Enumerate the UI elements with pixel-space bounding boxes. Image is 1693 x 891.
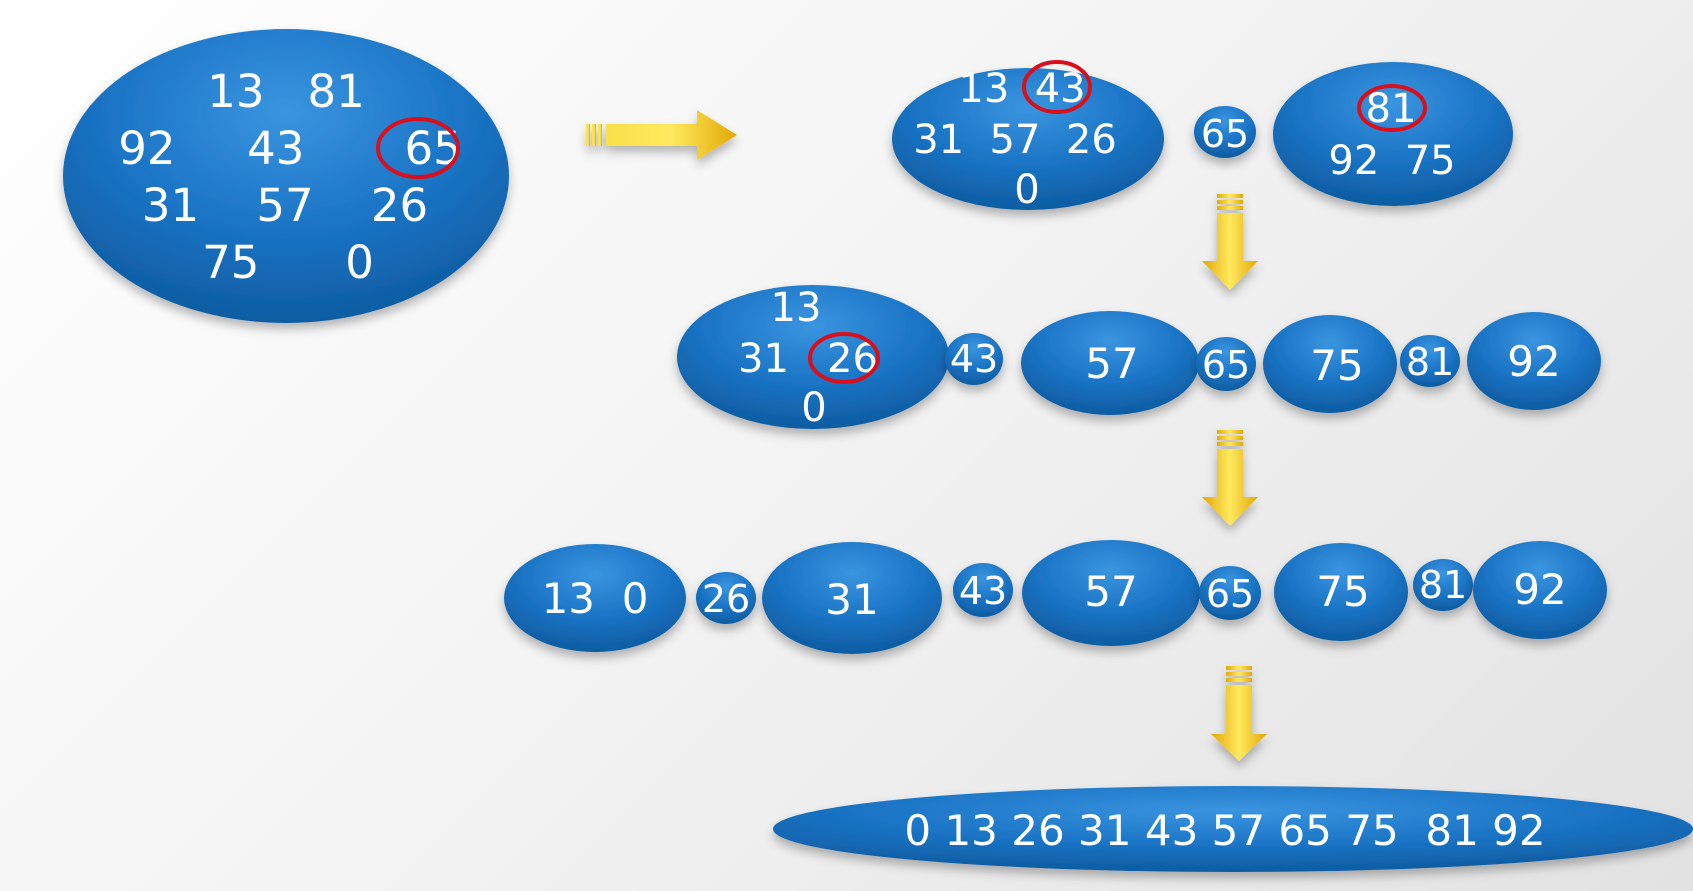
p1-right-row-2: 92 75 [1328, 138, 1455, 184]
p3-item-57 [1022, 540, 1200, 646]
initial-row-2: 92 43 65 [118, 122, 461, 175]
p3-item-75-label: 75 [1316, 567, 1369, 616]
p2-item-65-label: 65 [1202, 343, 1250, 387]
p2-item-43 [945, 333, 1003, 385]
p1-left-row-1: 13 43 [958, 66, 1085, 112]
pivot-marker-65 [376, 117, 460, 179]
sorted-result-label: 0 13 26 31 43 57 65 75 81 92 [904, 806, 1545, 855]
partition-2-group: 13 31 26 0 43 57 65 75 81 92 [677, 285, 1601, 431]
right-arrow-icon [586, 110, 737, 160]
p3-item-13-0 [504, 544, 686, 652]
p2-item-92 [1467, 312, 1601, 410]
p2-item-75-label: 75 [1310, 341, 1363, 390]
p3-item-57-label: 57 [1084, 567, 1137, 616]
p2-item-81 [1400, 335, 1460, 387]
initial-row-3: 31 57 26 [142, 179, 428, 232]
p1-middle-node [1194, 106, 1256, 158]
p1-middle-label: 65 [1201, 112, 1249, 156]
p3-item-13-0-label: 13 0 [542, 574, 649, 623]
p3-item-92 [1473, 541, 1607, 639]
initial-set-node [63, 29, 509, 323]
p3-item-81 [1413, 559, 1473, 611]
p2-first-row-1: 13 [771, 285, 822, 331]
down-arrow-icon [1202, 430, 1258, 526]
pivot-marker-81 [1357, 84, 1427, 132]
p2-item-65 [1196, 337, 1256, 391]
pivot-marker-43 [1022, 60, 1092, 114]
p3-item-43-label: 43 [959, 569, 1007, 613]
p1-left-row-3: 0 [1014, 167, 1039, 213]
partition-3-group: 13 0 26 31 43 57 65 75 81 92 [504, 540, 1607, 654]
p2-item-92-label: 92 [1507, 337, 1560, 386]
initial-row-4: 75 0 [202, 236, 374, 289]
pivot-marker-26 [808, 332, 880, 384]
p1-left-row-2: 31 57 26 [913, 117, 1117, 163]
p1-right-node [1273, 62, 1513, 206]
p2-item-57-label: 57 [1085, 339, 1138, 388]
p2-item-57 [1021, 311, 1199, 415]
p1-left-node [892, 68, 1164, 210]
p3-item-26 [696, 572, 756, 624]
p3-item-92-label: 92 [1513, 565, 1566, 614]
p3-item-65-label: 65 [1206, 572, 1254, 616]
p2-item-81-label: 81 [1406, 340, 1454, 384]
down-arrow-icon [1211, 666, 1267, 761]
p3-item-26-label: 26 [702, 577, 750, 621]
p2-item-75 [1263, 315, 1397, 413]
sorted-result-node [773, 786, 1693, 872]
partition-1-group: 13 43 31 57 26 0 65 81 92 75 [892, 60, 1513, 213]
p2-first-row-2: 31 26 [738, 336, 878, 382]
p3-item-65 [1199, 566, 1261, 620]
p3-item-43 [953, 563, 1013, 617]
p2-first-node [677, 285, 949, 429]
p3-item-31 [762, 542, 942, 654]
p3-item-75 [1274, 543, 1408, 641]
p2-item-43-label: 43 [950, 337, 998, 381]
sorted-result-group: 0 13 26 31 43 57 65 75 81 92 [773, 786, 1693, 872]
initial-row-1: 13 81 [207, 65, 364, 118]
p2-first-row-3: 0 [801, 385, 826, 431]
initial-set-group: 13 81 92 43 65 31 57 26 75 0 [63, 29, 509, 323]
p3-item-31-label: 31 [825, 575, 878, 624]
down-arrow-icon [1202, 194, 1258, 290]
p3-item-81-label: 81 [1419, 563, 1467, 607]
